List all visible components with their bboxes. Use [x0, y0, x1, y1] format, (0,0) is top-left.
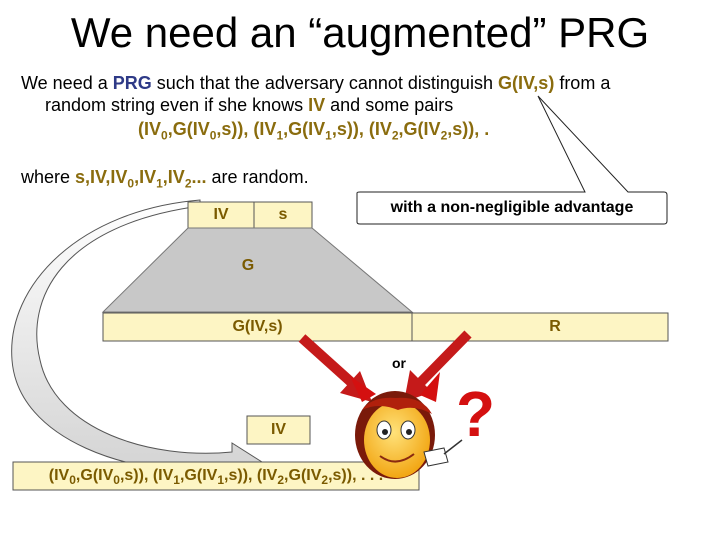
prg-term: PRG [112, 73, 152, 93]
g-ivs-term: G(IV,s) [497, 73, 555, 93]
pair2-sub: 2 [391, 128, 399, 143]
pair1-b: ,G(IV [283, 119, 326, 139]
callout-text: with a non-negligible advantage [390, 199, 634, 216]
bpair2-sub: 2 [277, 473, 285, 488]
random-label: R [549, 318, 561, 335]
pair2-c: ,s)), [447, 119, 485, 139]
pair2-a: (IV [368, 119, 392, 139]
intro-line-1: We need a PRG such that the adversary ca… [21, 72, 610, 94]
pair2-sub-b: 2 [440, 128, 448, 143]
vars-sub1: 1 [156, 176, 163, 191]
iv-box [187, 201, 255, 229]
pair2-b: ,G(IV [398, 119, 441, 139]
intro-suffix: from a [554, 73, 611, 93]
intro-line2-prefix: random string even if she knows [45, 95, 309, 115]
bpair0-a: (IV [48, 467, 70, 484]
pair0-sub: 0 [161, 128, 168, 143]
random-vars: s,IV,IV0,IV1,IV2... [75, 167, 207, 190]
bpairs-ellipsis: . . . [360, 467, 384, 484]
iv-bottom-box [246, 415, 311, 445]
pair1-a: (IV [253, 119, 277, 139]
g-trapezoid [101, 227, 414, 313]
pair1-c: ,s)), [331, 119, 369, 139]
iv-term: IV [308, 95, 326, 115]
s-box [253, 201, 313, 229]
bpair2-sub-b: 2 [321, 473, 329, 488]
bpair1-a: (IV [152, 467, 174, 484]
bpair2-c: ,s)), [328, 467, 361, 484]
intro-mid: such that the adversary cannot distingui… [151, 73, 498, 93]
bpair1-b: ,G(IV [179, 467, 218, 484]
vars-b: ,IV [134, 167, 157, 187]
output-box [102, 312, 413, 342]
intro-prefix: We need a [21, 73, 113, 93]
pair0-sub-b: 0 [209, 128, 217, 143]
intro-line2-suffix: and some pairs [325, 95, 454, 115]
where-suffix: are random. [206, 167, 309, 187]
iv-label: IV [213, 206, 229, 223]
or-label: or [392, 355, 406, 371]
devil-adversary-icon [350, 372, 463, 479]
pair0-c: ,s)), [216, 119, 254, 139]
bpair2-a: (IV [256, 467, 278, 484]
bpair1-c: ,s)), [224, 467, 257, 484]
bpair0-c: ,s)), [119, 467, 153, 484]
s-label: s [278, 206, 288, 223]
g-label: G [241, 257, 255, 274]
bottom-pairs-line: (IV0,G(IV0,s)), (IV1,G(IV1,s)), (IV2,G(I… [13, 467, 419, 488]
bpair0-sub-b: 0 [113, 473, 120, 488]
callout-bubble [356, 95, 668, 225]
vars-d: ... [191, 167, 207, 187]
pairs-ellipsis: . [484, 119, 490, 139]
pair0-a: (IV [138, 119, 162, 139]
vars-sub2: 2 [184, 176, 192, 191]
bpair0-sub: 0 [69, 473, 76, 488]
pairs-box [12, 461, 420, 491]
pairs-line: (IV0,G(IV0,s)), (IV1,G(IV1,s)), (IV2,G(I… [138, 118, 490, 143]
vars-c: ,IV [162, 167, 185, 187]
bpair1-sub-b: 1 [217, 473, 225, 488]
bpair2-b: ,G(IV [284, 467, 322, 484]
vars-a: s,IV,IV [75, 167, 128, 187]
pair1-sub: 1 [276, 128, 284, 143]
where-prefix: where [21, 167, 76, 187]
bpair0-b: ,G(IV [75, 467, 114, 484]
where-line: where s,IV,IV0,IV1,IV2... are random. [21, 166, 309, 190]
intro-line-2: random string even if she knows IV and s… [45, 94, 453, 116]
output-label: G(IV,s) [232, 318, 283, 335]
pair0-b: ,G(IV [167, 119, 210, 139]
vars-sub0: 0 [127, 176, 135, 191]
bpair1-sub: 1 [173, 473, 180, 488]
pair1-sub-b: 1 [325, 128, 332, 143]
random-box [411, 312, 669, 342]
slide-title: We need an “augmented” PRG [70, 9, 650, 56]
iv-bottom-label: IV [270, 421, 287, 438]
question-mark: ? [456, 378, 496, 450]
